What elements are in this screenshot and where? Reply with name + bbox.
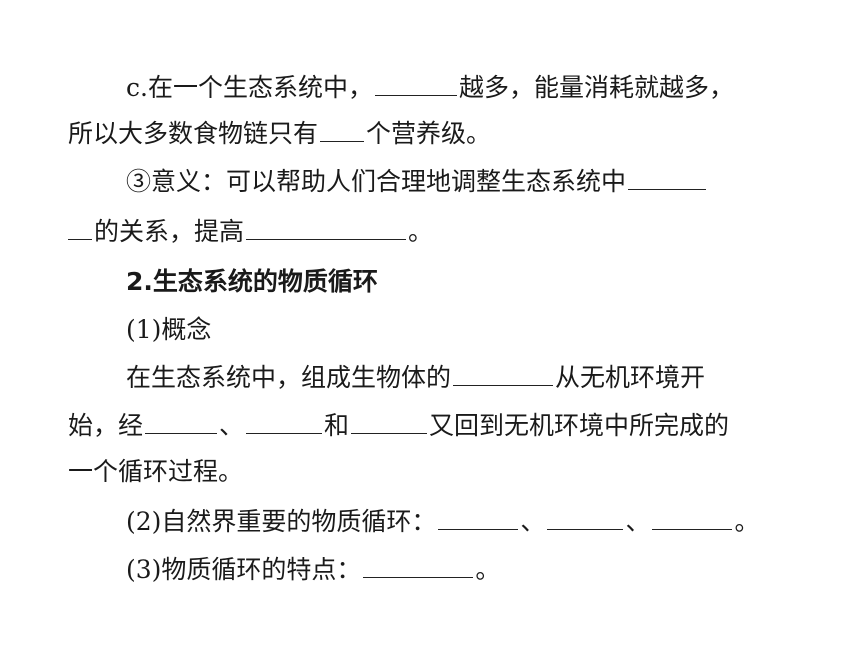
blank-7[interactable] bbox=[246, 409, 323, 434]
blank-3[interactable] bbox=[628, 165, 707, 190]
blank-2[interactable] bbox=[320, 117, 365, 142]
text-10a: (2)自然界重要的物质循环： bbox=[126, 507, 437, 536]
text-11b: 。 bbox=[475, 555, 501, 584]
text-10c: 、 bbox=[625, 507, 651, 536]
heading-text: 2.生态系统的物质循环 bbox=[126, 267, 378, 296]
blank-8[interactable] bbox=[351, 409, 428, 434]
blank-6[interactable] bbox=[145, 409, 218, 434]
section-heading: 2.生态系统的物质循环 bbox=[126, 262, 378, 302]
text-1a: c.在一个生态系统中， bbox=[126, 73, 373, 102]
line-3: ③意义：可以帮助人们合理地调整生态系统中 bbox=[126, 162, 708, 202]
text-4a: 的关系，提高 bbox=[94, 217, 245, 246]
text-2a: 所以大多数食物链只有 bbox=[68, 119, 319, 148]
blank-5[interactable] bbox=[453, 361, 554, 386]
blank-1[interactable] bbox=[374, 71, 457, 96]
text-10b: 、 bbox=[520, 507, 546, 536]
text-4b: 。 bbox=[408, 217, 434, 246]
blank-12[interactable] bbox=[363, 553, 474, 578]
line-4: 的关系，提高 。 bbox=[68, 212, 433, 252]
line-11: (3)物质循环的特点： 。 bbox=[126, 550, 500, 590]
line-2: 所以大多数食物链只有 个营养级。 bbox=[68, 114, 491, 154]
text-8a: 始，经 bbox=[68, 411, 144, 440]
text-9a: 一个循环过程。 bbox=[68, 457, 244, 486]
text-8c: 和 bbox=[324, 411, 350, 440]
line-10: (2)自然界重要的物质循环： 、 、 。 bbox=[126, 502, 759, 542]
text-2b: 个营养级。 bbox=[366, 119, 492, 148]
text-1b: 越多，能量消耗就越多， bbox=[458, 73, 734, 102]
blank-11[interactable] bbox=[652, 505, 733, 530]
text-10d: 。 bbox=[734, 507, 760, 536]
line-9: 一个循环过程。 bbox=[68, 452, 243, 492]
blank-10[interactable] bbox=[547, 505, 624, 530]
line-8: 始，经 、 和 又回到无机环境中所完成的 bbox=[68, 406, 729, 446]
line-7: 在生态系统中，组成生物体的 从无机环境开 bbox=[126, 358, 705, 398]
blank-3-cont[interactable] bbox=[68, 215, 92, 240]
text-7a: 在生态系统中，组成生物体的 bbox=[126, 363, 452, 392]
line-6: (1)概念 bbox=[126, 310, 211, 350]
blank-9[interactable] bbox=[438, 505, 519, 530]
text-7b: 从无机环境开 bbox=[555, 363, 706, 392]
text-6a: (1)概念 bbox=[126, 315, 212, 344]
text-11a: (3)物质循环的特点： bbox=[126, 555, 362, 584]
text-3a: ③意义：可以帮助人们合理地调整生态系统中 bbox=[126, 167, 627, 196]
blank-4[interactable] bbox=[246, 215, 407, 240]
text-8d: 又回到无机环境中所完成的 bbox=[429, 411, 730, 440]
text-8b: 、 bbox=[219, 411, 245, 440]
line-1: c.在一个生态系统中， 越多，能量消耗就越多， bbox=[126, 68, 734, 108]
